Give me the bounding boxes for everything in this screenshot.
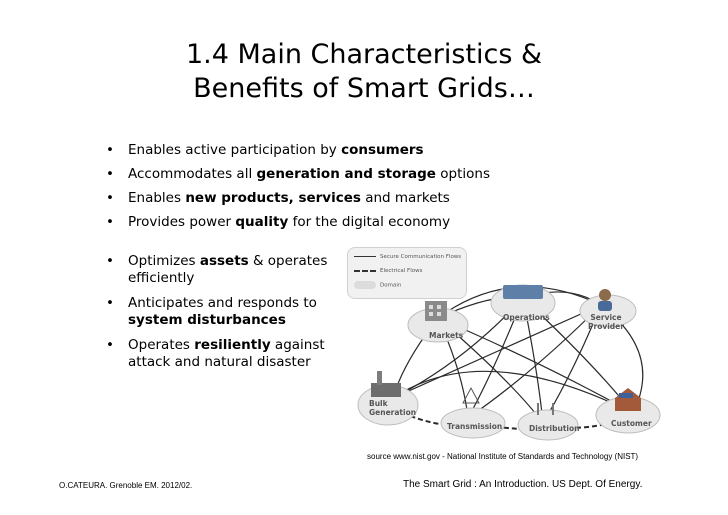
bullet-item: Accommodates all generation and storage … bbox=[106, 166, 526, 183]
bullet-item: Enables active participation by consumer… bbox=[106, 142, 526, 159]
legend-item: Secure Communication Flows bbox=[354, 254, 461, 260]
cloud-swatch bbox=[354, 281, 376, 289]
domain-label-service-provider: Service Provider bbox=[588, 313, 624, 331]
domain-label-operations: Operations bbox=[503, 313, 550, 322]
legend-item: Electrical Flows bbox=[354, 268, 422, 274]
solid-line-swatch bbox=[354, 256, 376, 257]
slide-title: 1.4 Main Characteristics & Benefits of S… bbox=[100, 38, 628, 106]
domain-label-transmission: Transmission bbox=[447, 422, 503, 431]
diagram-legend: Secure Communication Flows Electrical Fl… bbox=[347, 247, 467, 299]
footer-author: O.CATEURA. Grenoble EM. 2012/02. bbox=[59, 481, 193, 490]
smart-grid-network-svg bbox=[357, 284, 661, 441]
electrical-links bbox=[402, 412, 624, 430]
bullet-item: Provides power quality for the digital e… bbox=[106, 214, 526, 231]
domain-label-markets: Markets bbox=[429, 331, 464, 340]
benefits-list-left: Optimizes assets & operates efficiently … bbox=[106, 253, 338, 379]
domain-label-customer: Customer bbox=[611, 419, 652, 428]
bullet-item: Anticipates and responds to system distu… bbox=[106, 295, 338, 329]
bullet-item: Operates resiliently against attack and … bbox=[106, 337, 338, 371]
bullet-item: Optimizes assets & operates efficiently bbox=[106, 253, 338, 287]
slide-title-line-2: Benefits of Smart Grids… bbox=[193, 73, 535, 104]
slide-title-line-1: 1.4 Main Characteristics & bbox=[185, 39, 543, 70]
domain-icons bbox=[371, 285, 641, 415]
image-source-caption: source www.nist.gov - National Institute… bbox=[367, 452, 639, 461]
bullet-item: Enables new products, services and marke… bbox=[106, 190, 526, 207]
footer-reference: The Smart Grid : An Introduction. US Dep… bbox=[403, 479, 643, 490]
benefits-list-top: Enables active participation by consumer… bbox=[106, 142, 526, 238]
legend-item: Domain bbox=[354, 281, 401, 289]
dashed-line-swatch bbox=[354, 269, 376, 272]
domain-label-bulk-generation: Bulk Generation bbox=[369, 399, 417, 417]
smart-grid-diagram: Secure Communication Flows Electrical Fl… bbox=[343, 243, 681, 443]
domain-label-distribution: Distribution bbox=[529, 424, 580, 433]
